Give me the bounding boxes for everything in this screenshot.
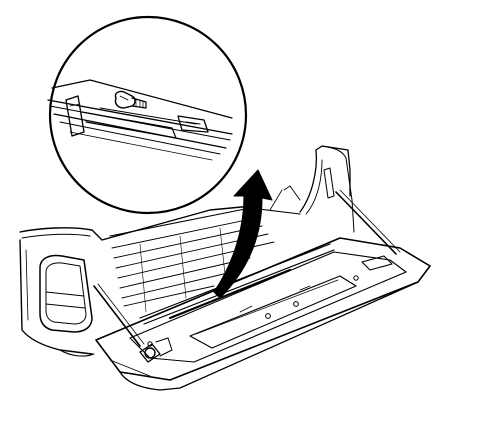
detail-callout [47,15,248,215]
tailgate [95,237,431,391]
support-cable-right [335,189,401,255]
callout-arrow [213,169,273,299]
support-cable-left [93,283,145,347]
tail-lamp [39,254,95,357]
bolt [114,90,147,109]
hinge-bracket [65,95,209,139]
